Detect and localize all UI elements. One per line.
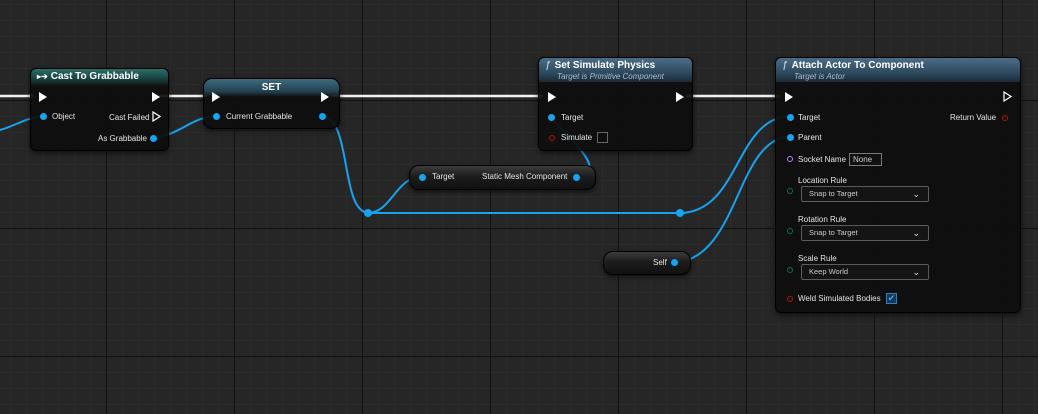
parent-label: Parent <box>798 133 822 142</box>
rotation-rule-label: Rotation Rule <box>798 215 847 224</box>
static-mesh-component-label: Static Mesh Component <box>482 172 568 181</box>
target-label: Target <box>561 113 584 122</box>
rotation-rule-dropdown[interactable]: Snap to Target ⌄ <box>801 225 929 241</box>
as-grabbable-label: As Grabbable <box>98 134 147 143</box>
weld-simulated-bodies-checkbox[interactable]: ✔ <box>886 293 897 304</box>
location-rule-value: Snap to Target <box>809 189 858 198</box>
exec-in-pin[interactable] <box>785 92 793 102</box>
cast-icon: ▸➔ <box>37 72 48 81</box>
simulate-checkbox[interactable] <box>597 132 608 143</box>
static-mesh-component-pin[interactable] <box>573 174 580 181</box>
object-pin[interactable] <box>40 113 47 120</box>
current-grabbable-label: Current Grabbable <box>226 112 293 121</box>
chevron-down-icon: ⌄ <box>912 267 920 277</box>
node-title: SET <box>204 79 339 97</box>
target-label: Target <box>798 113 821 122</box>
reroute-node[interactable] <box>676 209 684 217</box>
function-icon: ƒ <box>545 60 551 71</box>
current-grabbable-out-pin[interactable] <box>319 113 326 120</box>
location-rule-label: Location Rule <box>798 176 847 185</box>
location-rule-dropdown[interactable]: Snap to Target ⌄ <box>801 186 929 202</box>
location-rule-pin[interactable] <box>787 188 793 194</box>
as-grabbable-pin[interactable] <box>150 135 157 142</box>
scale-rule-dropdown[interactable]: Keep World ⌄ <box>801 264 929 280</box>
chevron-down-icon: ⌄ <box>912 228 920 238</box>
target-label: Target <box>432 172 455 181</box>
target-pin[interactable] <box>548 114 555 121</box>
object-label: Object <box>52 112 76 121</box>
reroute-node[interactable] <box>364 209 372 217</box>
object-wire[interactable] <box>673 135 791 264</box>
socket-name-label: Socket Name <box>798 155 847 164</box>
node-subtitle: Target is Primitive Component <box>557 72 664 81</box>
set-variable-node[interactable]: SET Current Grabbable <box>203 78 340 129</box>
simulate-label: Simulate <box>561 133 593 142</box>
checkmark-icon: ✔ <box>887 293 896 303</box>
current-grabbable-in-pin[interactable] <box>213 113 220 120</box>
object-wire[interactable] <box>321 115 369 214</box>
weld-simulated-bodies-label: Weld Simulated Bodies <box>798 294 881 303</box>
self-pin[interactable] <box>671 259 678 266</box>
scale-rule-label: Scale Rule <box>798 254 837 263</box>
chevron-down-icon: ⌄ <box>912 189 920 199</box>
rotation-rule-pin[interactable] <box>787 228 793 234</box>
socket-name-field[interactable]: None <box>849 153 882 166</box>
exec-in-pin[interactable] <box>212 92 220 102</box>
exec-in-pin[interactable] <box>39 92 47 102</box>
node-title: Attach Actor To Component <box>791 60 924 71</box>
object-wire[interactable] <box>679 115 791 214</box>
exec-out-pin[interactable] <box>676 92 684 102</box>
scale-rule-pin[interactable] <box>787 267 793 273</box>
return-value-label: Return Value <box>950 113 997 122</box>
self-reference-node[interactable]: Self <box>603 251 691 275</box>
exec-out-pin[interactable] <box>321 92 329 102</box>
node-title: Set Simulate Physics <box>554 60 656 71</box>
target-pin[interactable] <box>419 174 426 181</box>
target-pin[interactable] <box>787 114 794 121</box>
cast-failed-pin[interactable] <box>152 111 161 122</box>
return-value-pin[interactable] <box>1002 115 1008 121</box>
scale-rule-value: Keep World <box>809 267 849 276</box>
rotation-rule-value: Snap to Target <box>809 228 858 237</box>
weld-simulated-bodies-pin[interactable] <box>787 296 793 302</box>
node-subtitle: Target is Actor <box>794 72 845 81</box>
cast-to-grabbable-node[interactable]: ▸➔Cast To Grabbable Object Cast Failed A… <box>30 68 169 151</box>
function-icon: ƒ <box>782 60 788 71</box>
exec-out-pin[interactable] <box>152 92 160 102</box>
self-label: Self <box>653 258 667 267</box>
static-mesh-component-getter[interactable]: Target Static Mesh Component <box>409 165 596 190</box>
exec-out-pin[interactable] <box>1003 91 1012 102</box>
node-header: ▸➔Cast To Grabbable <box>31 69 168 86</box>
simulate-pin[interactable] <box>549 135 555 141</box>
parent-pin[interactable] <box>787 134 794 141</box>
cast-failed-label: Cast Failed <box>109 113 150 122</box>
exec-in-pin[interactable] <box>548 92 556 102</box>
node-title: Cast To Grabbable <box>50 71 139 82</box>
socket-name-pin[interactable] <box>787 156 793 162</box>
